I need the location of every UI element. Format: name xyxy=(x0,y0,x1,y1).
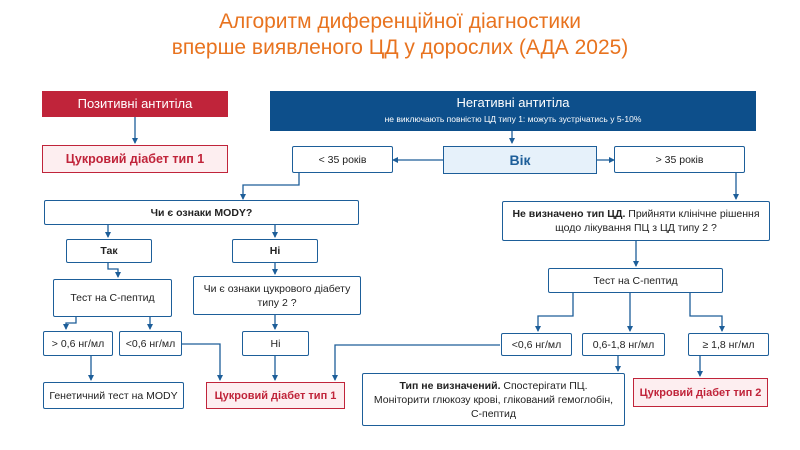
cp-mid-right-box: 0,6-1,8 нг/мл xyxy=(582,333,665,356)
undefined-type-text: Не визначено тип ЦД. Прийняти клінічне р… xyxy=(511,207,761,235)
age-box: Вік xyxy=(443,146,597,174)
under-35-box: < 35 років xyxy=(292,146,393,173)
title-line-1: Алгоритм диференційної діагностики xyxy=(218,10,581,33)
yes-box: Так xyxy=(66,239,152,263)
type-undetermined-box: Тип не визначений. Спостерігати ПЦ. Моні… xyxy=(362,373,625,426)
undefined-type-box: Не визначено тип ЦД. Прийняти клінічне р… xyxy=(502,201,770,241)
negative-antibodies-note: не виключають повністю ЦД типу 1: можуть… xyxy=(384,114,642,124)
arrow-cpeptide-right-to-high xyxy=(689,293,725,332)
diabetes-type1-bottom-box: Цукровий діабет тип 1 xyxy=(206,382,345,409)
cp-low-left-box: <0,6 нг/мл xyxy=(119,331,182,356)
undefined-type-bold: Не визначено тип ЦД. xyxy=(512,208,626,220)
genetic-test-box: Генетичний тест на MODY xyxy=(43,382,184,409)
arrow-right-low-to-type1 xyxy=(332,344,500,381)
arrow-under35-to-mody xyxy=(240,173,300,200)
cp-high-left-box: > 0,6 нг/мл xyxy=(43,331,113,356)
negative-antibodies-box: Негативні антитіла не виключають повніст… xyxy=(270,91,756,131)
type2-question-box: Чи є ознаки цукрового діабету типу 2 ? xyxy=(193,276,361,315)
arrow-cpeptide-right-to-low xyxy=(535,293,574,332)
c-peptide-right-box: Тест на С-пептид xyxy=(548,268,723,293)
mody-question-box: Чи є ознаки MODY? xyxy=(44,200,359,225)
no-2-box: Ні xyxy=(242,331,309,356)
type-undetermined-text: Тип не визначений. Спостерігати ПЦ. Моні… xyxy=(371,379,616,421)
type-undetermined-bold: Тип не визначений. xyxy=(399,379,501,392)
cp-low-right-box: <0,6 нг/мл xyxy=(501,333,572,356)
negative-antibodies-label: Негативні антитіла xyxy=(456,95,570,110)
arrow-yes-to-cpeptide xyxy=(107,263,121,278)
diabetes-type1-top-box: Цукровий діабет тип 1 xyxy=(42,145,228,173)
no-box: Ні xyxy=(232,239,318,263)
undefined-type-rest: Прийняти клінічне рішення щодо лікування… xyxy=(555,208,760,234)
c-peptide-left-box: Тест на С-пептид xyxy=(53,279,172,317)
arrow-low-to-type1 xyxy=(182,343,223,381)
over-35-box: > 35 років xyxy=(614,146,745,173)
type-undetermined-rest: Спостерігати ПЦ. Моніторити глюкозу кров… xyxy=(373,379,614,420)
cp-high-right-box: ≥ 1,8 нг/мл xyxy=(688,333,769,356)
arrow-cpeptide-to-high xyxy=(63,317,77,330)
diabetes-type2-box: Цукровий діабет тип 2 xyxy=(633,378,768,407)
positive-antibodies-box: Позитивні антитіла xyxy=(42,91,228,117)
title-line-2: вперше виявленого ЦД у дорослих (АДА 202… xyxy=(171,36,629,59)
